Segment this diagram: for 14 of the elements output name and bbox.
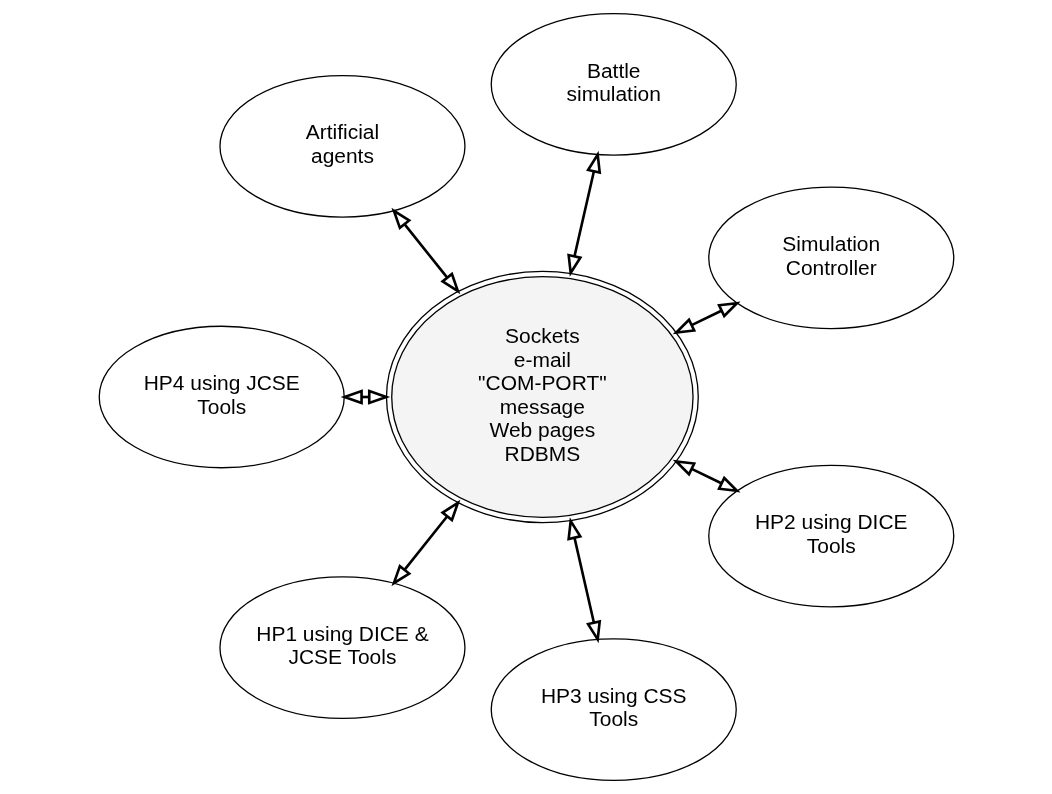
node-ellipse: HP2 using DICE Tools — [707, 464, 954, 608]
node-ellipse: Battle simulation — [490, 13, 737, 156]
node-ellipse: Artificial agents — [218, 74, 466, 218]
node-ellipse: HP3 using CSS Tools — [490, 638, 737, 781]
arrow — [390, 499, 460, 587]
arrow — [566, 517, 601, 644]
arrow — [672, 459, 741, 493]
arrow — [672, 301, 741, 335]
arrow — [340, 389, 390, 405]
arrow — [390, 207, 460, 295]
arrow — [566, 150, 601, 277]
node-ellipse: Simulation Controller — [707, 186, 954, 330]
node-ellipse: HP4 using JCSE Tools — [98, 325, 345, 469]
node-ellipse: HP1 using DICE & JCSE Tools — [218, 576, 466, 720]
